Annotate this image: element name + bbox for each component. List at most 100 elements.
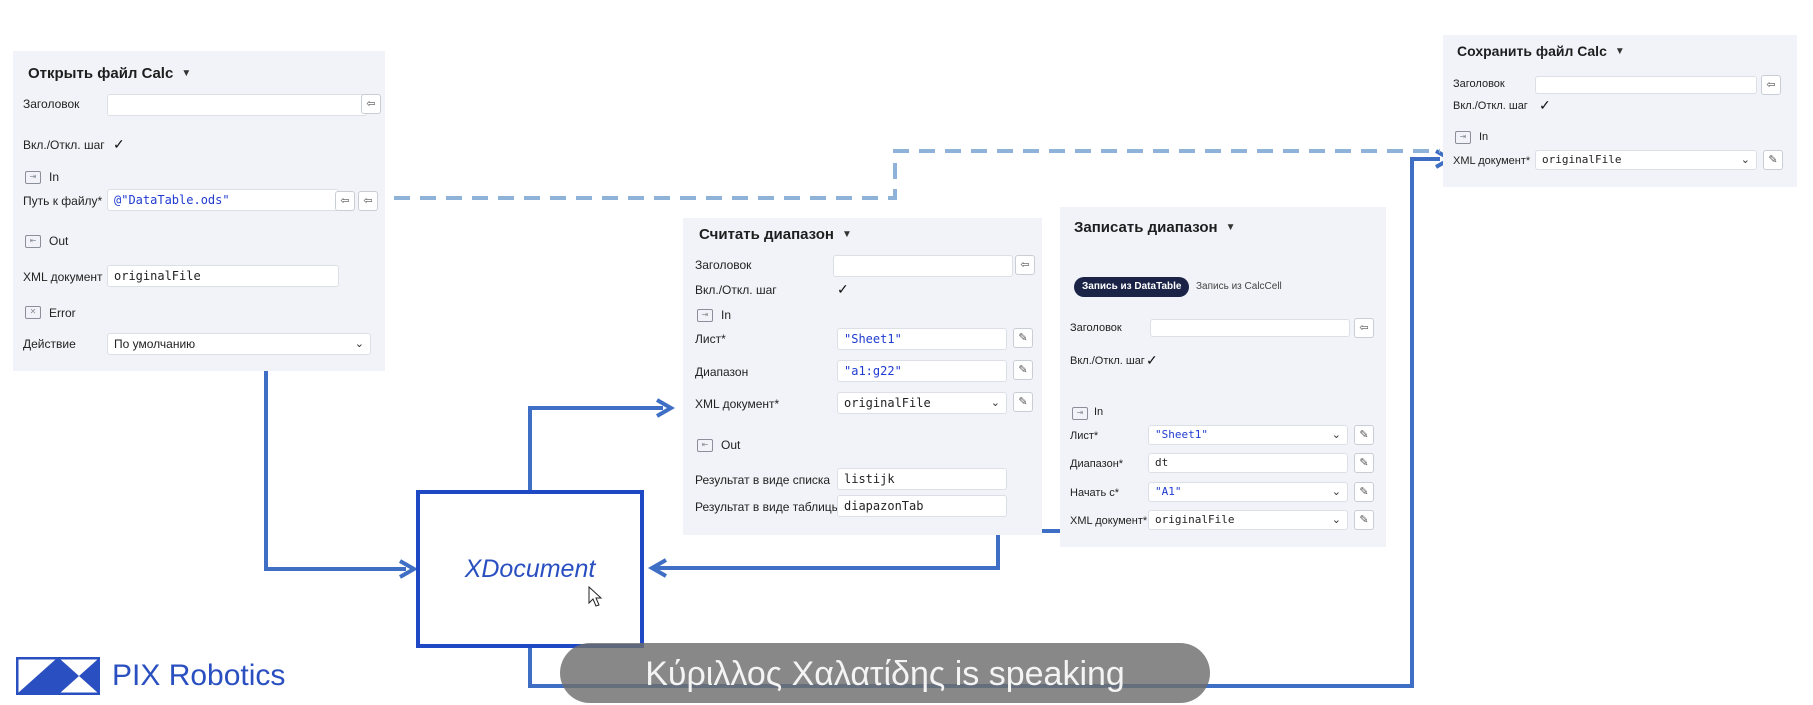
sheet-select-value: "Sheet1" xyxy=(1155,428,1208,441)
sheet-label: Лист* xyxy=(1070,430,1099,442)
save-file-title[interactable]: Сохранить файл Calc ▼ xyxy=(1457,43,1625,59)
action-label: Действие xyxy=(23,337,76,351)
in-section-icon: ⇥ xyxy=(697,309,713,322)
file-path-label: Путь к файлу* xyxy=(23,194,103,208)
xml-document-select-value: originalFile xyxy=(844,396,931,410)
edit-pencil-icon[interactable]: ✎ xyxy=(1763,150,1783,170)
chevron-down-icon[interactable]: ▼ xyxy=(1614,45,1625,57)
edit-pencil-icon[interactable]: ✎ xyxy=(1013,328,1033,348)
wire-xdoc-to-save-4 xyxy=(1410,157,1440,161)
header-field[interactable] xyxy=(833,255,1013,277)
sheet-field[interactable]: "Sheet1" xyxy=(837,328,1007,350)
error-section-label: Error xyxy=(49,306,76,320)
xml-document-select-value: originalFile xyxy=(1155,513,1235,526)
chevron-down-icon: ⌄ xyxy=(1740,153,1750,166)
toggle-step-label: Вкл./Откл. шаг xyxy=(695,283,777,297)
xml-document-field[interactable]: originalFile xyxy=(107,265,339,287)
chevron-down-icon: ⌄ xyxy=(990,396,1000,409)
header-field[interactable] xyxy=(1150,319,1350,337)
list-result-field[interactable]: listijk xyxy=(837,468,1007,490)
write-range-title-text: Записать диапазон xyxy=(1074,219,1218,236)
arrow-into-xdoc-left xyxy=(399,559,418,579)
chevron-down-icon: ⌄ xyxy=(354,337,364,350)
range-field[interactable]: dt xyxy=(1148,453,1348,473)
chevron-down-icon: ⌄ xyxy=(1331,428,1341,441)
header-field[interactable] xyxy=(1535,76,1757,94)
arrow-into-xdoc-right xyxy=(648,558,667,578)
mouse-cursor-icon xyxy=(588,586,603,607)
open-file-title[interactable]: Открыть файл Calc ▼ xyxy=(28,65,191,82)
range-label: Диапазон* xyxy=(1070,458,1124,470)
edit-pencil-icon[interactable]: ✎ xyxy=(1354,510,1374,530)
wire-open-to-xdoc-2 xyxy=(264,289,268,571)
read-range-title[interactable]: Считать диапазон ▼ xyxy=(699,226,852,243)
in-section-icon: ⇥ xyxy=(1072,407,1088,420)
in-section-label: In xyxy=(1094,406,1104,418)
xml-document-select-value: originalFile xyxy=(1542,153,1622,166)
speaker-suffix: is speaking xyxy=(945,655,1125,693)
read-range-title-text: Считать диапазон xyxy=(699,226,834,243)
xml-document-select[interactable]: originalFile ⌄ xyxy=(837,392,1007,414)
logo-text: PIX Robotics xyxy=(112,659,286,692)
tab-write-from-datatable[interactable]: Запись из DataTable xyxy=(1074,277,1190,297)
write-range-title[interactable]: Записать диапазон ▼ xyxy=(1074,219,1236,236)
xml-document-label: XML документ* xyxy=(1453,155,1531,167)
edit-pencil-icon[interactable]: ✎ xyxy=(1354,425,1374,445)
edit-pencil-icon[interactable]: ✎ xyxy=(1354,482,1374,502)
checkmark-icon[interactable]: ✓ xyxy=(113,136,125,152)
wire-xdoc-to-save-3 xyxy=(1410,157,1414,688)
dashed-wire-path-to-save xyxy=(342,149,1440,200)
expression-icon[interactable]: ⇦ xyxy=(1015,255,1035,275)
out-section-label: Out xyxy=(721,438,741,452)
edit-pencil-icon[interactable]: ✎ xyxy=(1013,360,1033,380)
expression-icon[interactable]: ⇦ xyxy=(361,94,381,114)
toggle-step-label: Вкл./Откл. шаг xyxy=(1070,355,1145,367)
out-section-icon: ⇤ xyxy=(697,439,713,452)
header-label: Заголовок xyxy=(1453,78,1505,90)
expression-icon[interactable]: ⇦ xyxy=(335,191,355,211)
range-field[interactable]: "a1:g22" xyxy=(837,360,1007,382)
in-section-label: In xyxy=(1479,131,1489,143)
wire-open-to-xdoc-3 xyxy=(264,567,406,571)
xml-document-label: XML документ xyxy=(23,270,103,284)
chevron-down-icon[interactable]: ▼ xyxy=(1225,222,1236,233)
chevron-down-icon[interactable]: ▼ xyxy=(181,68,192,79)
edit-pencil-icon[interactable]: ✎ xyxy=(1013,392,1033,412)
checkmark-icon[interactable]: ✓ xyxy=(1146,352,1158,368)
wire-write-to-xdoc-3 xyxy=(656,566,1000,570)
checkmark-icon[interactable]: ✓ xyxy=(1539,97,1551,113)
sheet-select[interactable]: "Sheet1" ⌄ xyxy=(1148,425,1348,445)
chevron-down-icon: ⌄ xyxy=(1331,485,1341,498)
in-section-icon: ⇥ xyxy=(1455,131,1471,144)
chevron-down-icon: ⌄ xyxy=(1331,513,1341,526)
open-file-title-text: Открыть файл Calc xyxy=(28,65,174,82)
wire-xdoc-to-read-2 xyxy=(528,406,663,410)
action-select[interactable]: По умолчанию ⌄ xyxy=(107,333,371,355)
wire-write-to-xdoc-2 xyxy=(996,529,1000,570)
xml-document-select[interactable]: originalFile ⌄ xyxy=(1148,510,1348,530)
pix-robotics-logo: PIX Robotics xyxy=(16,657,285,695)
list-result-label: Результат в виде списка xyxy=(695,473,831,487)
table-result-label: Результат в виде таблицы xyxy=(695,500,841,514)
range-label: Диапазон xyxy=(695,365,749,379)
expression-icon[interactable]: ⇦ xyxy=(1354,318,1374,338)
error-section-icon: ✕ xyxy=(25,306,41,319)
wire-xdoc-to-read-1 xyxy=(528,406,532,492)
header-field[interactable] xyxy=(107,94,367,116)
chevron-down-icon[interactable]: ▼ xyxy=(841,229,852,240)
out-section-icon: ⇤ xyxy=(25,235,41,248)
arrow-into-read-xml xyxy=(656,398,675,418)
start-from-select-value: "A1" xyxy=(1155,485,1182,498)
edit-pencil-icon[interactable]: ✎ xyxy=(1354,453,1374,473)
expression-icon[interactable]: ⇦ xyxy=(1761,75,1781,95)
write-range-panel: Записать диапазон ▼ Запись из DataTable … xyxy=(1060,207,1386,547)
file-path-field[interactable]: @"DataTable.ods" xyxy=(107,189,339,211)
edit-pencil-icon[interactable]: ⇦ xyxy=(358,191,378,211)
start-from-select[interactable]: "A1" ⌄ xyxy=(1148,482,1348,502)
xml-document-select[interactable]: originalFile ⌄ xyxy=(1535,150,1757,170)
checkmark-icon[interactable]: ✓ xyxy=(837,281,849,297)
table-result-field[interactable]: diapazonTab xyxy=(837,495,1007,517)
xdocument-node[interactable]: XDocument xyxy=(416,490,644,648)
tab-write-from-calccell[interactable]: Запись из CalcCell xyxy=(1196,281,1282,292)
header-label: Заголовок xyxy=(1070,322,1122,334)
